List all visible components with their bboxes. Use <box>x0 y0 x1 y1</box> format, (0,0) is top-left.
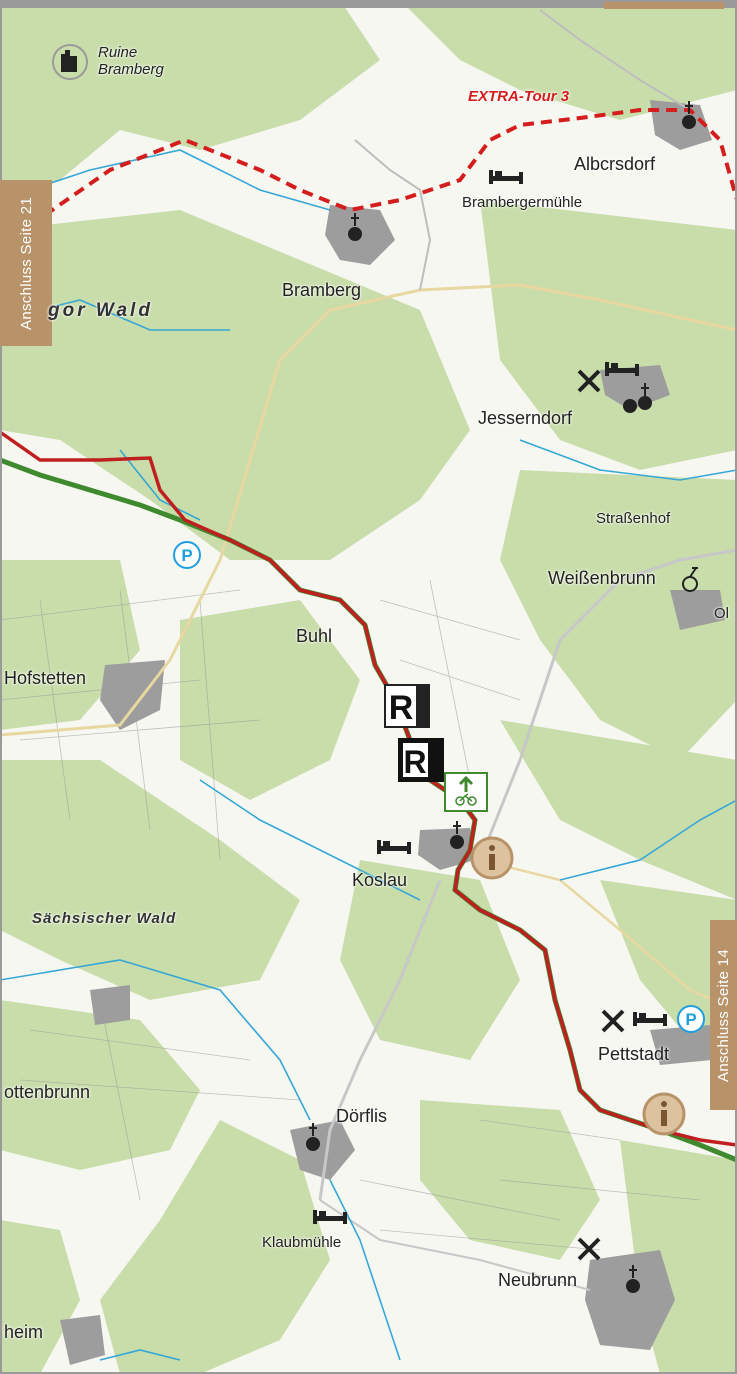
bike-sign-icon <box>444 772 488 812</box>
church-icon <box>450 821 464 849</box>
place-heim: heim <box>4 1322 44 1342</box>
place-doerflis: Dörflis <box>336 1106 388 1126</box>
bed-icon <box>489 170 523 184</box>
field-lines <box>0 579 701 1251</box>
place-strassenhof: Straßenhof <box>596 510 671 527</box>
forest-bramberger-wald: gor Wald <box>48 300 153 321</box>
church-icon <box>626 1265 640 1293</box>
place-ol: Ol <box>714 605 729 622</box>
restaurant-icon <box>577 1237 601 1261</box>
svg-text:R: R <box>403 744 426 780</box>
church-icon <box>682 101 696 129</box>
svg-text:P: P <box>685 1010 696 1029</box>
place-klaubmuehle: Klaubmühle <box>262 1234 342 1251</box>
place-pettstadt: Pettstadt <box>598 1044 670 1064</box>
connection-tab-left-label: Anschluss Seite 21 <box>17 196 35 330</box>
church-icon <box>682 567 698 592</box>
restaurant-icon <box>601 1009 625 1033</box>
church-icon <box>306 1123 320 1151</box>
bed-icon <box>633 1012 667 1026</box>
bed-icon <box>605 362 639 376</box>
restaurant-icon <box>577 369 601 393</box>
place-buhl: Buhl <box>296 626 333 646</box>
svg-text:P: P <box>181 546 192 565</box>
top-border <box>0 0 737 8</box>
connection-tab-right-label: Anschluss Seite 14 <box>715 948 733 1082</box>
extra-tour-label: EXTRA-Tour 3 <box>468 88 570 105</box>
place-albersdorf: Albcrsdorf <box>574 154 656 174</box>
place-ruine-bramberg: Ruine Bramberg <box>98 44 164 78</box>
place-weissenbrunn: Weißenbrunn <box>548 568 656 588</box>
top-tab-marker <box>604 0 724 9</box>
info-icon[interactable] <box>470 836 514 880</box>
place-bramberg: Bramberg <box>282 280 362 300</box>
bed-icon <box>313 1210 347 1224</box>
streams <box>0 149 737 1361</box>
forest-saechsischer-wald: Sächsischer Wald <box>32 910 177 927</box>
svg-text:R: R <box>389 689 414 727</box>
connection-tab-right[interactable]: Anschluss Seite 14 <box>710 920 737 1110</box>
place-neubrunn: Neubrunn <box>498 1270 578 1290</box>
castle-ruin-icon <box>52 44 88 80</box>
railway-r-icon: R <box>398 738 444 782</box>
railway-r-icon: R <box>384 684 430 728</box>
church-icon <box>348 213 362 241</box>
church-icon <box>623 383 652 413</box>
connection-tab-left[interactable]: Anschluss Seite 21 <box>0 180 52 346</box>
roads <box>0 9 737 1291</box>
settlements <box>60 100 725 1365</box>
place-ottenbrunn: ottenbrunn <box>4 1082 91 1102</box>
place-koslau: Koslau <box>352 870 408 890</box>
info-icon[interactable] <box>642 1092 686 1136</box>
parking-icon: P <box>173 541 201 569</box>
parking-icon: P <box>677 1005 705 1033</box>
place-jesserndorf: Jesserndorf <box>478 408 573 428</box>
extra-tour-route <box>43 108 737 217</box>
bed-icon <box>377 840 411 854</box>
place-hofstetten: Hofstetten <box>4 668 87 688</box>
place-brambergermuehle: Brambergermühle <box>462 194 583 211</box>
